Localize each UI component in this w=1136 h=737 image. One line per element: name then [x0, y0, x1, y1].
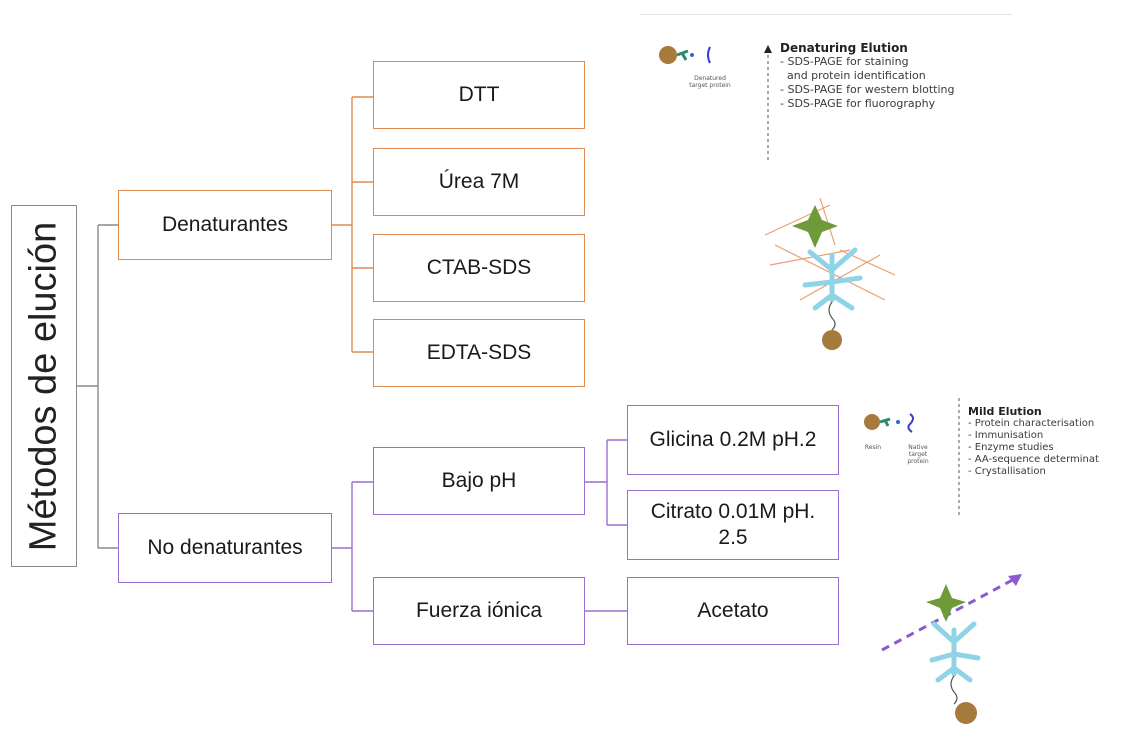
mild-molecule-illustration [881, 574, 1022, 724]
resin-bead-icon [822, 330, 842, 350]
denaturing-title: Denaturing Elution [780, 41, 908, 55]
denaturing-item: - SDS-PAGE for fluorography [780, 97, 936, 110]
root-label: Métodos de elución [22, 221, 65, 551]
antibody-icon [676, 49, 689, 61]
denatured-protein-illustration [659, 46, 711, 64]
low-ph-connector [585, 439, 627, 526]
mild-item: - Protein characterisation [968, 418, 1095, 429]
denaturing-item: and protein identification [780, 69, 926, 82]
method-glycine: Glicina 0.2M pH.2 [627, 405, 839, 475]
denaturing-item: - SDS-PAGE for western blotting [780, 83, 955, 96]
subgroup-low-ph: Bajo pH [373, 447, 585, 515]
target-protein-star-icon [926, 584, 966, 622]
denaturing-item: - SDS-PAGE for staining [780, 55, 909, 68]
resin-bead-icon [659, 46, 677, 64]
resin-bead-icon [955, 702, 977, 724]
native-protein-caption: Native target protein [907, 444, 929, 466]
dashed-divider [764, 45, 772, 161]
root-node: Métodos de elución [11, 205, 77, 567]
denaturing-molecule-illustration [764, 197, 896, 350]
resin-caption: Resin [864, 444, 882, 451]
mild-elution-panel: Resin Native target protein Mild Elution… [858, 398, 1136, 528]
non-denaturing-connector [332, 481, 373, 612]
mild-item: - Immunisation [968, 430, 1044, 441]
method-ctab-sds: CTAB-SDS [373, 234, 585, 302]
branch-non-denaturing: No denaturantes [118, 513, 332, 583]
native-protein-icon [907, 413, 914, 433]
mild-title: Mild Elution [968, 405, 1042, 418]
denaturing-elution-panel: Denatured target protein Denaturing Elut… [640, 14, 1012, 161]
branch-denaturing: Denaturantes [118, 190, 332, 260]
method-acetate: Acetato [627, 577, 839, 645]
target-protein-star-icon [792, 205, 838, 248]
dashed-divider [958, 398, 960, 518]
native-protein-illustration [864, 413, 914, 433]
mild-text: Mild Elution - Protein characterisation … [968, 406, 1099, 478]
denatured-protein-icon [707, 46, 711, 64]
subgroup-ionic-strength: Fuerza iónica [373, 577, 585, 645]
denatured-caption: Denatured target protein [689, 75, 731, 90]
denaturing-text: Denaturing Elution - SDS-PAGE for staini… [780, 41, 955, 111]
method-citrate: Citrato 0.01M pH. 2.5 [627, 490, 839, 560]
mild-item: - AA-sequence determinat [968, 454, 1099, 465]
antibody-icon [879, 417, 891, 427]
method-urea: Úrea 7M [373, 148, 585, 216]
resin-bead-icon [864, 414, 880, 430]
denaturing-connector [332, 96, 373, 353]
antibody-cluster-icon [802, 247, 863, 311]
antibody-cluster-icon [929, 621, 981, 683]
method-edta-sds: EDTA-SDS [373, 319, 585, 387]
method-dtt: DTT [373, 61, 585, 129]
arrow-head-icon [1008, 574, 1022, 586]
mild-item: - Enzyme studies [968, 442, 1054, 453]
root-connector [77, 224, 118, 549]
mild-item: - Crystallisation [968, 466, 1046, 477]
